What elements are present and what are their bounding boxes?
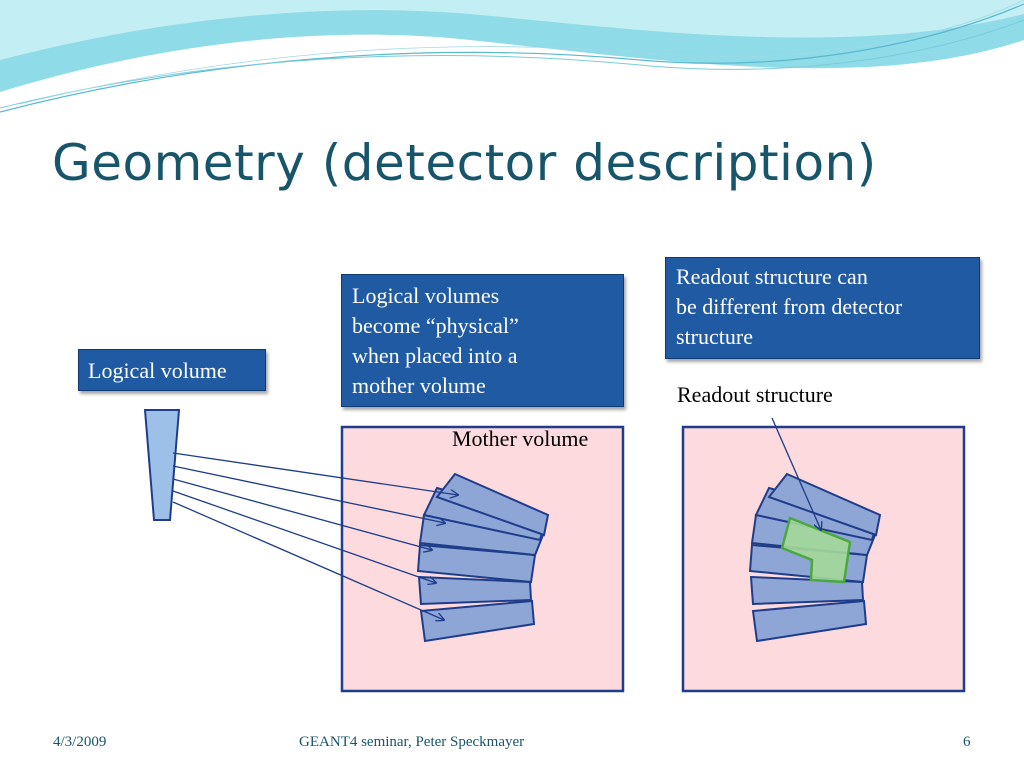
- physical-callout-line: become “physical”: [352, 313, 519, 338]
- placement-arrow: [172, 501, 444, 620]
- page-number: 6: [963, 734, 971, 750]
- footer-date: 4/3/2009: [53, 734, 107, 750]
- physical-callout-line: mother volume: [352, 373, 486, 398]
- logical-volume-shape: [143, 409, 181, 521]
- placed-volume-segment: [417, 575, 533, 606]
- placed-volume-segment: [419, 599, 536, 643]
- mother-volume-label: Mother volume: [452, 426, 589, 451]
- physical-volume-callout: Logical volumes become “physical” when p…: [341, 274, 624, 407]
- readout-arrow: [771, 417, 821, 530]
- physical-callout-line: when placed into a: [352, 343, 518, 368]
- readout-volume-segment: [751, 599, 868, 643]
- logical-volume-callout-text: Logical volume: [88, 358, 227, 383]
- readout-callout-line: structure: [676, 324, 753, 349]
- footer-presenter: GEANT4 seminar, Peter Speckmayer: [299, 734, 525, 750]
- page-title: Geometry (detector description): [52, 134, 877, 192]
- readout-volume-segment: [767, 472, 882, 537]
- header-wave-decoration: [0, 0, 1024, 113]
- logical-volume-callout: Logical volume: [78, 349, 266, 391]
- readout-callout-line: Readout structure can: [676, 264, 868, 289]
- readout-callout-line: be different from detector: [676, 294, 903, 319]
- placement-arrow: [172, 452, 458, 495]
- physical-callout-line: Logical volumes: [352, 283, 500, 308]
- placed-volumes-group: [416, 472, 550, 643]
- placement-arrow: [172, 490, 436, 583]
- placed-volume-segment: [435, 472, 550, 537]
- readout-structure-label: Readout structure: [677, 382, 833, 407]
- placement-arrows: [172, 452, 458, 620]
- readout-callout: Readout structure can be different from …: [665, 257, 980, 359]
- placement-arrow: [172, 465, 445, 523]
- placement-arrow: [172, 478, 432, 550]
- readout-structure-shape: [780, 516, 852, 584]
